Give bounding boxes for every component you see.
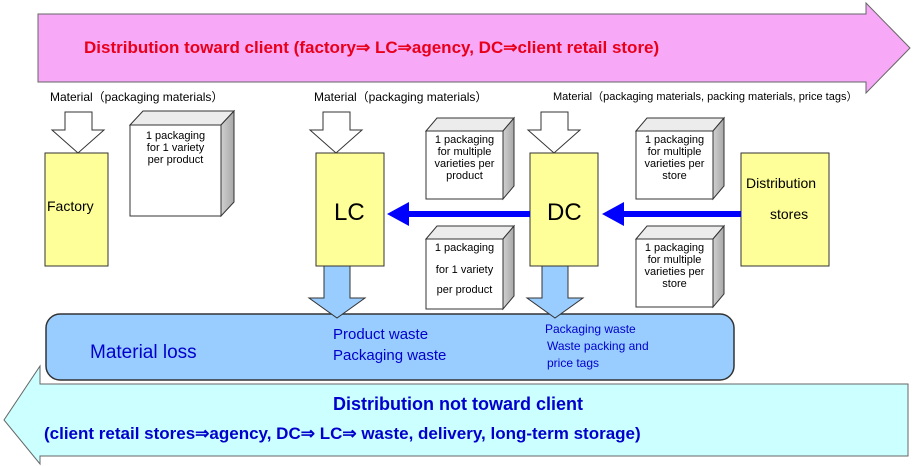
top-flow-arrow	[37, 1, 911, 95]
package-label-dc-top: 1 packaging for multiple varieties per s…	[644, 134, 705, 182]
lc-node-label: LC	[334, 199, 365, 226]
package-label-factory: 1 packaging for 1 variety per product	[145, 130, 206, 166]
dc-material-label: Material（packaging materials, packing ma…	[553, 91, 858, 103]
bottom-flow-arrow	[3, 364, 909, 466]
lc-loss-line2: Packaging waste	[333, 347, 447, 364]
dc-loss-line1: Packaging waste	[545, 322, 636, 336]
dc-loss-line2: Waste packing and	[547, 339, 649, 353]
package-box-lc-bottom	[424, 224, 516, 311]
package-label-lc-bottom-1: 1 packaging	[434, 242, 495, 254]
lc-material-label: Material（packaging materials）	[314, 90, 488, 104]
dc-node-label: DC	[547, 199, 582, 226]
material-loss-title: Material loss	[90, 342, 197, 363]
top-arrow-text: Distribution toward client (factory⇒ LC⇒…	[84, 38, 660, 57]
lc-node	[315, 152, 385, 267]
dc-material-down-arrow	[526, 111, 582, 154]
lc-loss-line1: Product waste	[333, 326, 429, 343]
lc-loss-down-arrow	[307, 265, 367, 319]
dc-loss-line3: price tags	[547, 356, 600, 370]
stores-to-dc-arrowhead	[602, 202, 624, 226]
bottom-arrow-line1: Distribution not toward client	[333, 394, 583, 414]
distribution-stores-node	[740, 152, 830, 267]
factory-node	[44, 152, 109, 267]
bottom-arrow-line2: (client retail stores⇒agency, DC⇒ LC⇒ wa…	[44, 424, 641, 443]
material-loss-box	[45, 313, 735, 381]
factory-material-label: Material（packaging materials）	[50, 90, 224, 104]
package-label-dc-bottom: 1 packaging for multiple varieties per s…	[644, 242, 705, 290]
package-box-factory	[128, 109, 236, 218]
package-label-lc-bottom-3: per product	[436, 284, 493, 296]
distribution-stores-label-line2: stores	[770, 206, 809, 222]
distribution-stores-label-line1: Distribution	[746, 175, 817, 191]
factory-node-label: Factory	[47, 198, 94, 214]
package-label-lc-top: 1 packaging for multiple varieties per p…	[434, 134, 495, 182]
package-box-dc-bottom	[634, 224, 726, 309]
dc-to-lc-arrowhead	[387, 202, 409, 226]
package-box-lc-top	[424, 116, 516, 201]
factory-material-down-arrow	[50, 111, 106, 154]
package-box-dc-top	[634, 116, 726, 201]
dc-node	[529, 152, 599, 267]
dc-loss-down-arrow	[525, 265, 585, 319]
package-label-lc-bottom-2: for 1 variety	[435, 264, 494, 276]
lc-material-down-arrow	[308, 111, 364, 154]
